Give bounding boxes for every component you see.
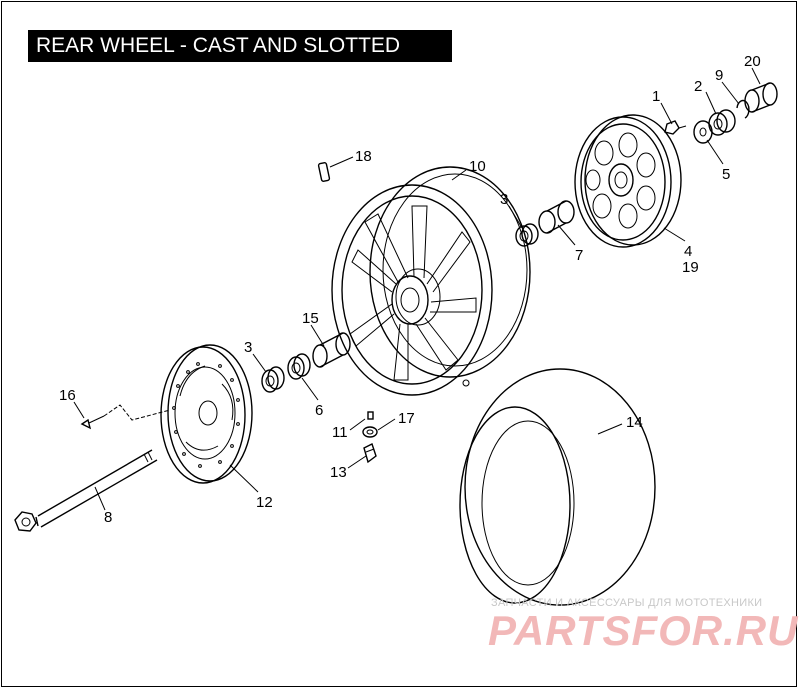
callout-14: 14 [626, 414, 643, 431]
callout-19: 19 [682, 259, 699, 276]
part-17-nut [362, 426, 378, 438]
callout-15: 15 [302, 310, 319, 327]
part-10-wheel [331, 166, 531, 396]
callout-5: 5 [722, 166, 730, 183]
watermark-tagline: ЗАПЧАСТИ И АКСЕССУАРЫ ДЛЯ МОТОТЕХНИКИ [491, 597, 763, 609]
callout-9: 9 [715, 67, 723, 84]
callout-1: 1 [652, 88, 660, 105]
part-18-valve-cap [317, 162, 331, 182]
callout-16: 16 [59, 387, 76, 404]
callout-10: 10 [469, 158, 486, 175]
callout-3-lower: 3 [244, 339, 252, 356]
callout-18: 18 [355, 148, 372, 165]
part-14-tire [459, 368, 656, 606]
part-5-washer [693, 120, 713, 144]
part-4-pulley [574, 114, 682, 248]
callout-11: 11 [332, 424, 348, 441]
part-2-nut [708, 109, 736, 136]
callout-4: 4 [684, 243, 692, 260]
callout-20: 20 [744, 53, 761, 70]
callout-3-upper: 3 [500, 191, 508, 208]
callout-13: 13 [330, 464, 347, 481]
part-15-spacer [312, 332, 351, 368]
callout-12: 12 [256, 494, 273, 511]
callout-numbers: 1 2 9 20 5 18 10 3 7 4 19 15 3 6 16 11 1… [59, 53, 761, 526]
diagram-title: REAR WHEEL - CAST AND SLOTTED [28, 30, 452, 62]
callout-2: 2 [694, 78, 702, 95]
part-12-brake-disc [160, 344, 253, 484]
part-13-valve-stem [363, 443, 377, 464]
part-7-spacer [538, 200, 575, 234]
part-20-spacer [744, 82, 778, 113]
callout-6: 6 [315, 402, 323, 419]
callout-7: 7 [575, 247, 583, 264]
part-1-bolt [664, 120, 687, 135]
part-6-bearing [287, 353, 311, 380]
part-3-bearing-lower [261, 366, 285, 393]
part-11-valve-core [367, 411, 374, 420]
part-16-screw [80, 415, 105, 430]
callout-8: 8 [104, 509, 112, 526]
callout-17: 17 [398, 410, 415, 427]
leader-lines [73, 67, 761, 511]
part-8-axle [14, 449, 158, 532]
watermark-logo: PARTSFOR.RU [488, 607, 799, 654]
